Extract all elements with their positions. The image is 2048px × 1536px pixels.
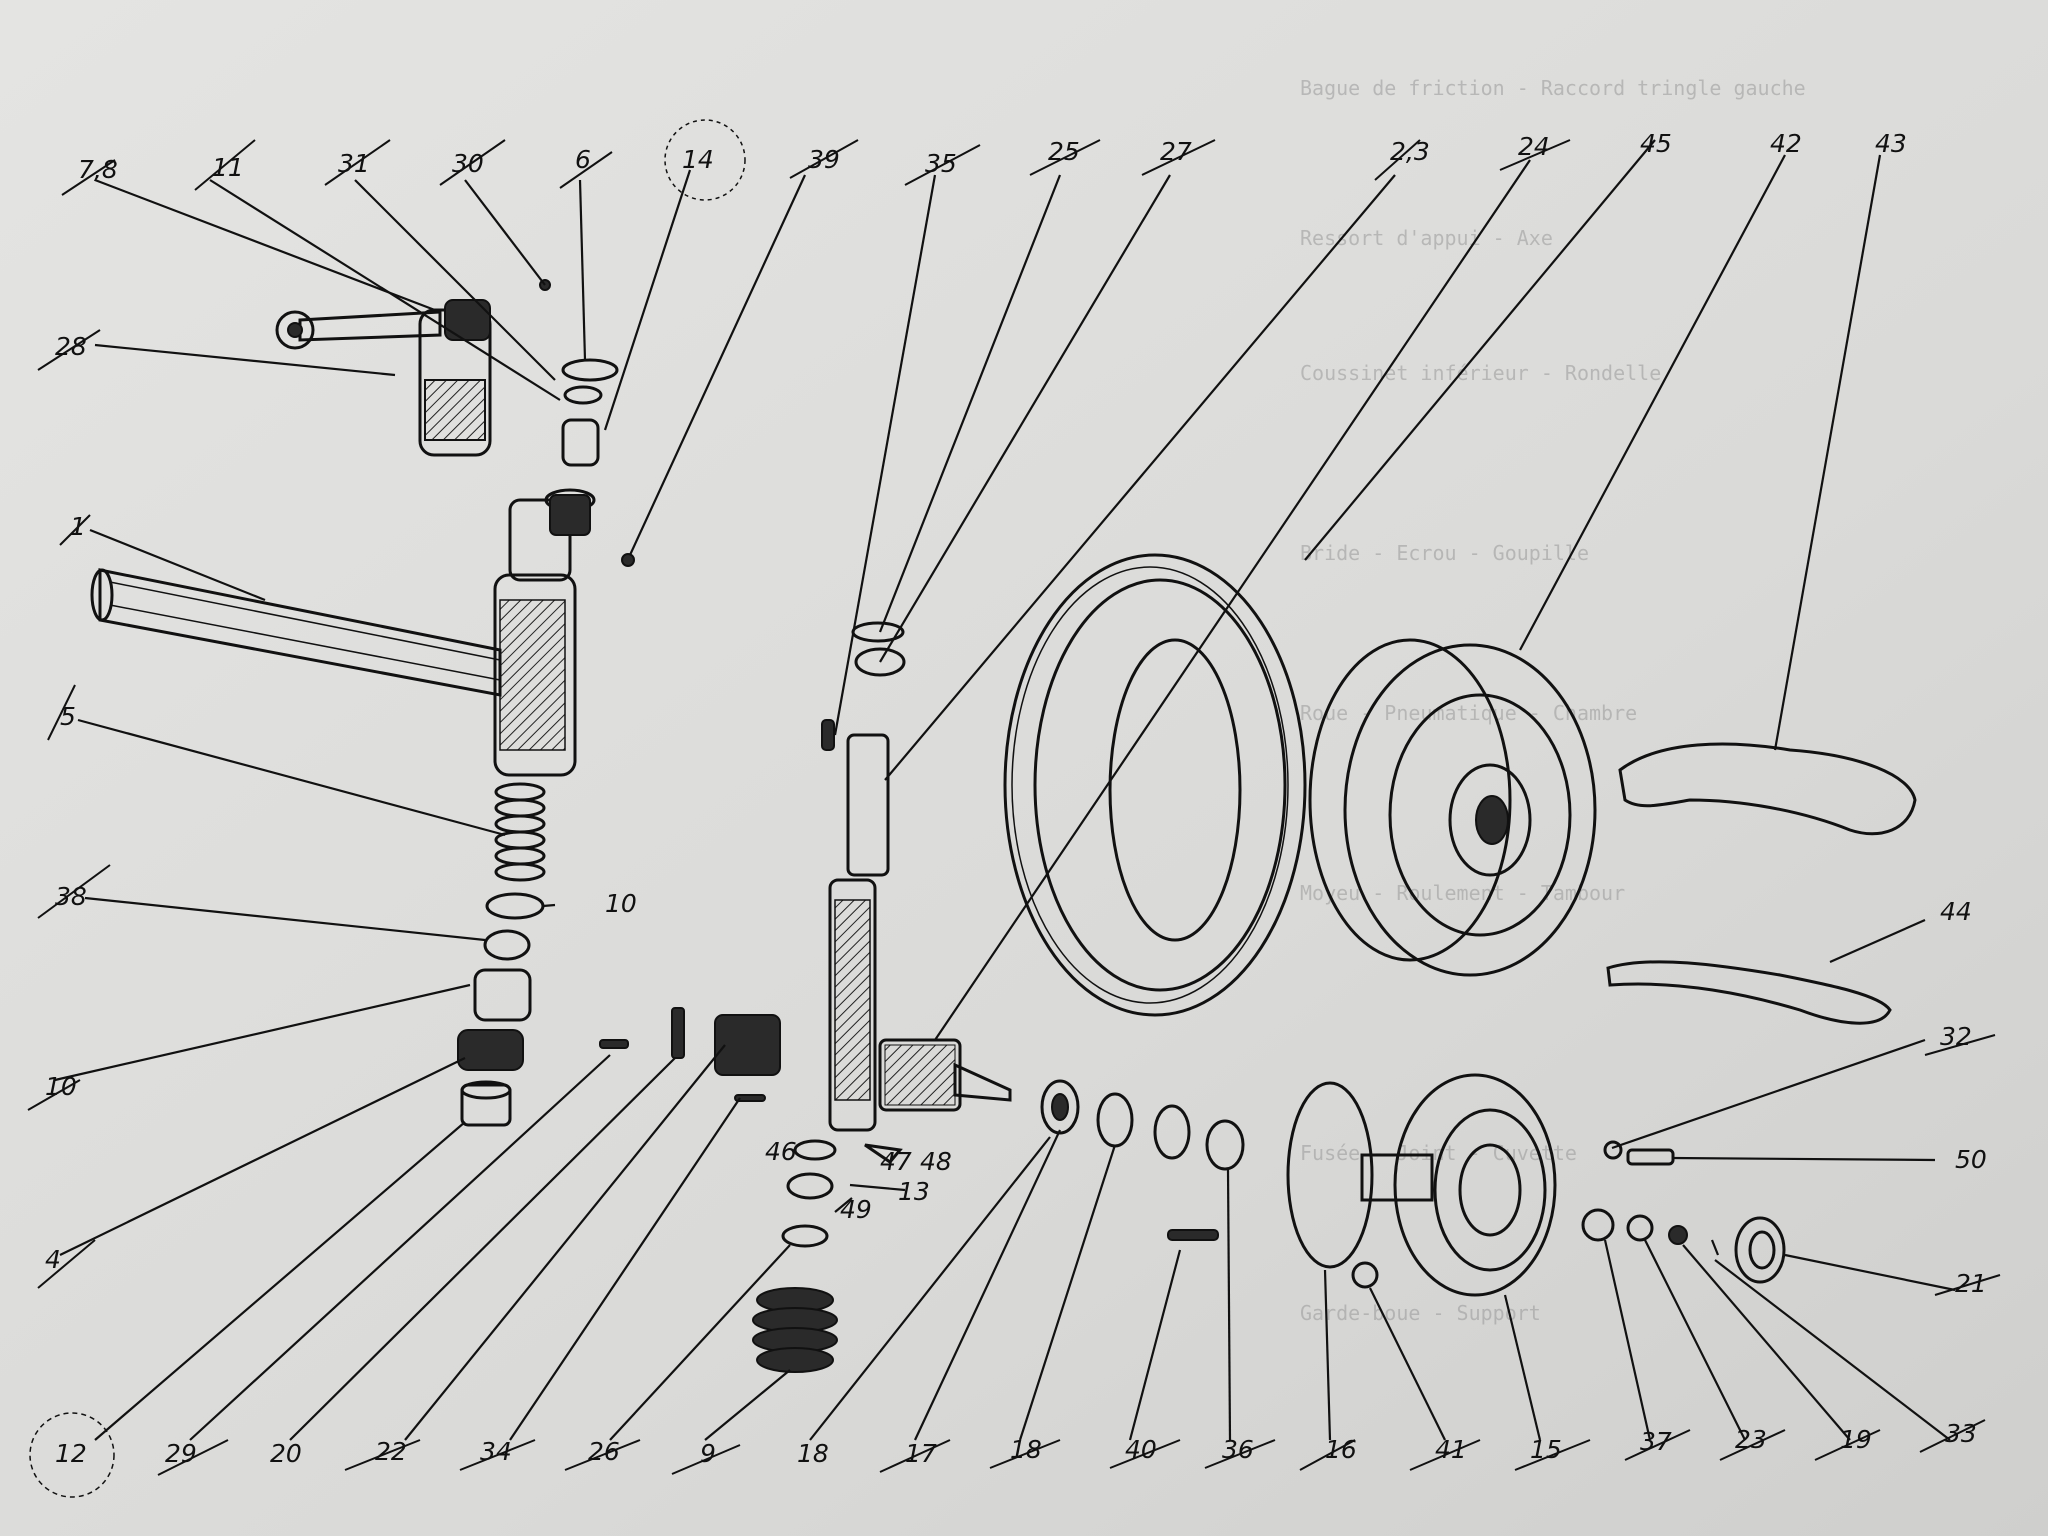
callout-16: 16 bbox=[1325, 1435, 1357, 1464]
brake-drum-hub bbox=[1286, 1073, 1557, 1297]
wheel-rim bbox=[1308, 638, 1597, 977]
callout-46: 46 bbox=[765, 1137, 797, 1166]
callout-49: 49 bbox=[840, 1195, 872, 1224]
coil-spring bbox=[494, 782, 546, 882]
callout-14: 14 bbox=[682, 145, 714, 174]
callout-6: 6 bbox=[575, 145, 591, 174]
king-pin-shaft bbox=[821, 621, 906, 1132]
bg-line: Bague de friction - Raccord tringle gauc… bbox=[1300, 76, 1806, 100]
rubber-boot bbox=[752, 1287, 838, 1373]
bg-line: Ressort d'appui - Axe bbox=[1300, 226, 1553, 250]
callout-13: 13 bbox=[898, 1177, 930, 1206]
callout-15: 15 bbox=[1530, 1435, 1562, 1464]
callout-9: 9 bbox=[700, 1439, 716, 1468]
fender-brackets bbox=[1606, 742, 1917, 1025]
callout-12: 12 bbox=[55, 1439, 87, 1468]
callout-26: 26 bbox=[588, 1437, 620, 1466]
hub-washers bbox=[1040, 1079, 1245, 1241]
callout-23: 23 bbox=[1735, 1425, 1767, 1454]
callout-42: 42 bbox=[1770, 129, 1802, 158]
callout-4: 4 bbox=[45, 1245, 61, 1274]
callout-44: 44 bbox=[1940, 897, 1972, 926]
washer-stack bbox=[539, 279, 619, 467]
callout-27: 27 bbox=[1160, 137, 1192, 166]
hub-small-hardware bbox=[1581, 1140, 1786, 1284]
bg-line: Garde-boue - Support bbox=[1300, 1301, 1541, 1325]
callout-45: 45 bbox=[1640, 129, 1672, 158]
callout-43: 43 bbox=[1875, 129, 1907, 158]
stub-axle-block bbox=[599, 1007, 1012, 1112]
bg-line: Roue - Pneumatique - Chambre bbox=[1300, 701, 1637, 725]
strike-marks bbox=[27, 119, 2001, 1498]
small-rings bbox=[781, 1139, 903, 1248]
callout-33: 33 bbox=[1945, 1419, 1977, 1448]
tyre bbox=[1003, 553, 1307, 1017]
callout-19: 19 bbox=[1840, 1425, 1872, 1454]
callout-41: 41 bbox=[1435, 1435, 1467, 1464]
bg-line: Coussinet inférieur - Rondelle bbox=[1300, 361, 1661, 385]
leader-lines bbox=[54, 139, 1956, 1441]
callout-10: 10 bbox=[605, 889, 637, 918]
callout-11: 11 bbox=[212, 153, 244, 182]
callout-48: 48 bbox=[920, 1147, 952, 1176]
background-text: Bague de friction - Raccord tringle gauc… bbox=[1300, 76, 1806, 1325]
bg-line: Moyeu - Roulement - Tambour bbox=[1300, 881, 1625, 905]
callout-5: 5 bbox=[60, 702, 76, 731]
steering-shaft-tube bbox=[90, 488, 635, 777]
callout-47: 47 bbox=[880, 1147, 912, 1176]
callout-35: 35 bbox=[925, 149, 957, 178]
crank-handle-assembly bbox=[275, 299, 492, 457]
callout-25: 25 bbox=[1048, 137, 1080, 166]
callout-24: 24 bbox=[1518, 132, 1550, 161]
callout-50: 50 bbox=[1955, 1145, 1987, 1174]
callout-18: 18 bbox=[797, 1439, 829, 1468]
callout-20: 20 bbox=[270, 1439, 302, 1468]
bg-line: Bride - Ecrou - Goupille bbox=[1300, 541, 1589, 565]
